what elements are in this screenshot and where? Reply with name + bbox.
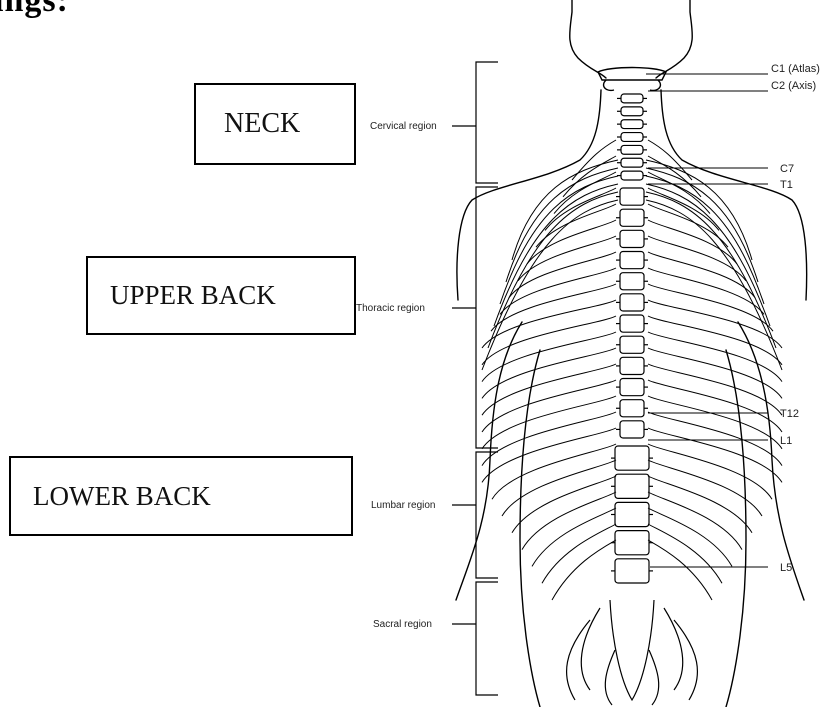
vertebra: [620, 273, 644, 290]
rib-left: [532, 508, 616, 566]
rib-right: [648, 540, 712, 600]
nerve-left: [488, 192, 618, 348]
cervical-bracket: [476, 62, 498, 183]
rib-left: [482, 380, 616, 432]
rib-left: [491, 284, 616, 331]
vertebra: [620, 188, 644, 205]
rib-left: [482, 364, 616, 415]
rib-left: [482, 300, 616, 348]
rib-right: [648, 412, 782, 466]
rib-left: [512, 476, 616, 533]
vertebra: [620, 357, 644, 374]
vertebra: [621, 94, 643, 103]
rib-right: [648, 524, 722, 583]
vertebra: [615, 531, 649, 555]
rib-right: [648, 396, 782, 449]
vertebra: [620, 336, 644, 353]
rib-right: [648, 284, 773, 331]
rib-left: [482, 332, 616, 382]
nerve-left: [506, 168, 618, 282]
sacrum: [567, 600, 698, 705]
rib-left: [502, 460, 616, 516]
rib-left: [482, 348, 616, 398]
rib-right: [648, 348, 782, 398]
vertebra: [621, 120, 643, 129]
vertebra: [620, 209, 644, 226]
thoracic-label: Thoracic region: [356, 303, 425, 314]
vertebra: [621, 133, 643, 142]
lumbar-bracket: [476, 452, 498, 578]
l5-label: L5: [780, 562, 792, 574]
vertebra: [615, 559, 649, 583]
rib-right: [648, 380, 782, 432]
cervical-label: Cervical region: [370, 121, 437, 132]
rib-right: [648, 508, 732, 566]
skull-base: [598, 68, 666, 91]
rib-left: [509, 252, 616, 298]
rib-right: [648, 492, 742, 550]
nerve-left: [482, 200, 618, 370]
vertebra: [621, 171, 643, 180]
sacral-bracket: [476, 582, 498, 695]
rib-right: [648, 300, 782, 348]
rib-left: [482, 316, 616, 365]
rib-left: [542, 524, 616, 583]
nerve-right: [646, 200, 782, 370]
rib-right: [648, 428, 782, 482]
vertebra: [615, 474, 649, 498]
vertebral-column: [611, 94, 653, 583]
nerve-right: [646, 192, 776, 348]
rib-left: [552, 540, 616, 600]
t1-label: T1: [780, 179, 793, 191]
rib-right: [648, 476, 752, 533]
vertebra: [615, 502, 649, 526]
rib-left: [482, 412, 616, 466]
lumbar-label: Lumbar region: [371, 500, 435, 511]
vertebra: [620, 379, 644, 396]
t12-label: T12: [780, 408, 799, 420]
rib-right: [648, 332, 782, 382]
rib-right: [648, 316, 782, 365]
c2-label: C2 (Axis): [771, 80, 816, 92]
region-brackets: [452, 62, 498, 695]
vertebra: [620, 421, 644, 438]
l1-label: L1: [780, 435, 792, 447]
rib-left: [522, 492, 616, 550]
vertebra: [620, 230, 644, 247]
vertebra: [620, 294, 644, 311]
c7-label: C7: [780, 163, 794, 175]
vertebra: [621, 107, 643, 116]
vertebra: [620, 252, 644, 269]
vertebra: [620, 315, 644, 332]
rib-left: [482, 396, 616, 449]
rib-right: [648, 252, 755, 298]
rib-left: [492, 444, 616, 499]
vertebra: [621, 158, 643, 167]
vertebra: [621, 145, 643, 154]
vertebra: [620, 400, 644, 417]
rib-right: [648, 444, 772, 499]
sacral-label: Sacral region: [373, 619, 432, 630]
rib-left: [482, 428, 616, 482]
rib-right: [648, 364, 782, 415]
c1-label: C1 (Atlas): [771, 63, 820, 75]
nerve-right: [646, 168, 758, 282]
vertebra: [615, 446, 649, 470]
